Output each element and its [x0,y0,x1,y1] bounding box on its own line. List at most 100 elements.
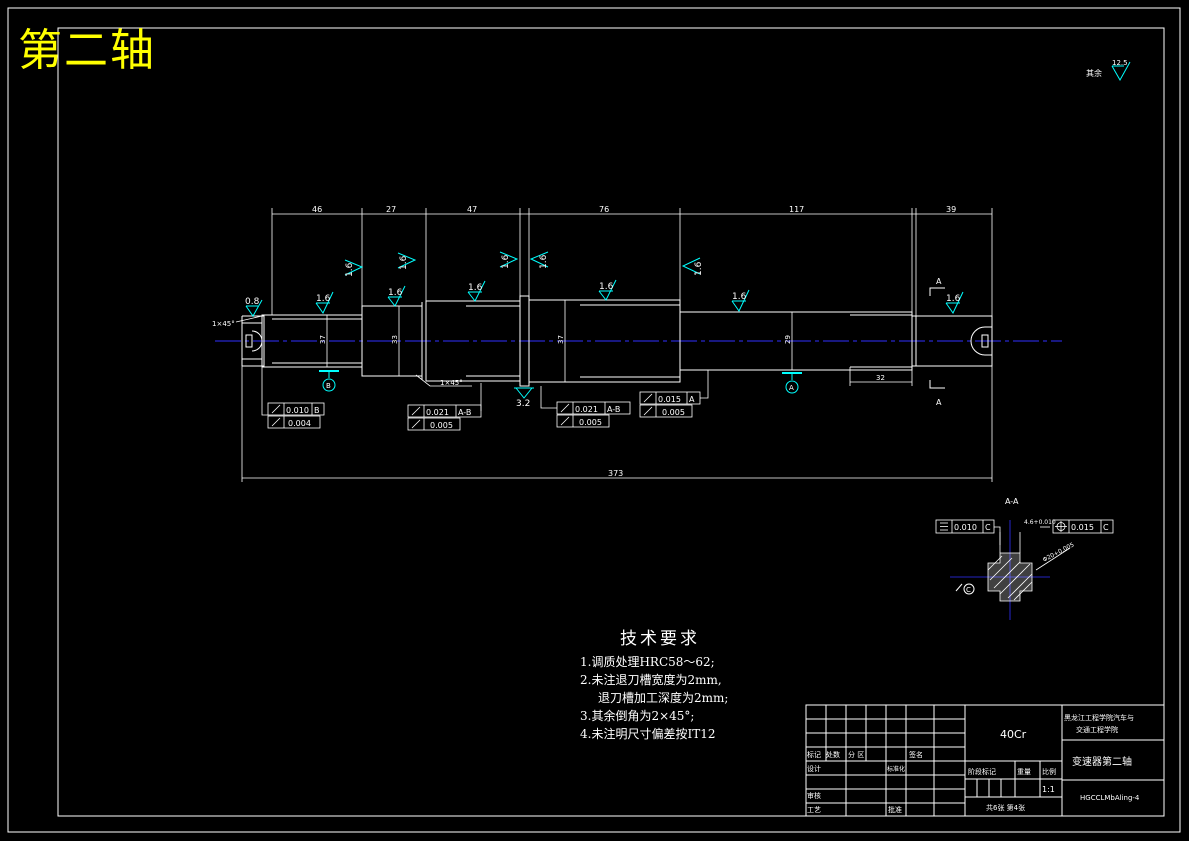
dim-27: 27 [386,205,396,214]
roughness-symbol: 1.6 [945,291,964,314]
section-cut-marks [929,287,945,389]
dim-total: 373 [608,469,623,478]
tb-school-line1: 黑龙江工程学院汽车与 [1064,713,1134,722]
roughness-32: 3.2 [514,387,534,409]
chamfer-mid: 1×45° [440,379,463,387]
roughness-symbol: 1.6 [344,259,364,277]
svg-text:3.2: 3.2 [516,399,530,409]
dim-76: 76 [599,205,609,214]
center-hole-right [981,334,989,348]
svg-text:1.6: 1.6 [399,255,409,270]
tol1-ref: B [314,406,320,415]
svg-text:1.6: 1.6 [388,288,403,298]
section-title: A-A [1005,497,1019,506]
tb-stage: 阶段标记 [968,767,996,776]
section-key-width: 4.6+0.010 [1024,519,1056,526]
tolerance-frame-1 [261,367,325,429]
svg-text:1.6: 1.6 [345,262,355,277]
pos-ref: C [1103,523,1109,532]
section-hole-dim: Φ20+0.005 [1042,541,1076,563]
dim-47: 47 [467,205,477,214]
tolerance-frame-2 [407,383,482,431]
tb-ratio: 比例 [1042,767,1056,776]
center-hole-left [245,330,263,352]
svg-text:1.6: 1.6 [501,254,511,269]
tb-weight: 重量 [1017,768,1031,776]
tolerance-frame-4 [639,370,709,418]
tech-line-3: 退刀槽加工深度为2mm; [598,691,729,705]
roughness-symbol: 1.6 [315,291,334,314]
tol3b-value: 0.005 [579,418,602,427]
tolerance-frame-3 [540,386,631,428]
svg-text:1.6: 1.6 [946,294,961,304]
symmetry-tolerance-frame [935,519,995,534]
tb-hdr-sign: 签名 [909,750,923,759]
dim-dia37-mid: 37 [557,335,565,344]
shaft-outline [241,295,993,387]
svg-text:1.6: 1.6 [468,283,483,293]
roughness-symbol: 1.6 [598,279,617,301]
section-datum-c: C [955,583,975,595]
tol4b-value: 0.005 [662,408,685,417]
tol2-ref: A-B [458,408,471,417]
tech-line-5: 4.未注明尺寸偏差按IT12 [580,727,716,741]
general-roughness-note: 其余 12.5 [1086,59,1131,82]
svg-text:1.6: 1.6 [539,254,549,269]
svg-text:1.6: 1.6 [732,292,747,302]
roughness-symbol: 1.6 [529,251,549,269]
tb-approve: 批准 [888,805,902,814]
svg-text:A: A [789,384,794,392]
dim-dia37-left: 37 [319,335,327,344]
tb-scale: 1:1 [1042,785,1055,794]
svg-text:1.6: 1.6 [694,261,704,276]
svg-text:1.6: 1.6 [599,282,614,292]
tb-design: 设计 [807,764,821,773]
tb-review: 审核 [807,791,821,800]
dim-dia33: 33 [391,335,399,344]
extension-lines [241,208,993,482]
svg-text:其余: 其余 [1086,68,1102,78]
tb-drawing-no: HGCCLMbAling-4 [1080,794,1140,802]
outer-frame [7,7,1181,833]
tb-standard: 标准化 [887,765,905,773]
tol2b-value: 0.005 [430,421,453,430]
diameter-lines [326,300,793,382]
roughness-symbol: 1.6 [467,280,486,302]
tb-sheets: 共6张 第4张 [986,803,1025,812]
tech-line-4: 3.其余倒角为2×45°; [580,709,695,723]
sym-value: 0.010 [954,523,977,532]
svg-text:0.8: 0.8 [245,297,260,307]
svg-text:1.6: 1.6 [316,294,331,304]
tb-school-line2: 交通工程学院 [1076,725,1118,734]
tb-part-name: 变速器第二轴 [1072,755,1132,768]
dim-117: 117 [789,205,804,214]
section-view [950,520,1071,620]
tb-material: 40Cr [1000,728,1027,741]
roughness-symbol: 1.6 [397,252,417,270]
position-tolerance-frame [1052,519,1114,534]
technical-requirements: 技术要求 1.调质处理HRC58～62; 2.未注退刀槽宽度为2mm, 退刀槽加… [580,624,728,743]
sym-ref: C [985,523,991,532]
tech-heading: 技术要求 [620,629,700,649]
datum-b: B [319,370,339,392]
svg-text:12.5: 12.5 [1112,59,1128,67]
tech-line-2: 2.未注退刀槽宽度为2mm, [580,673,722,687]
svg-text:C: C [966,586,971,594]
inner-frame [57,27,1165,817]
dim-dia29: 29 [784,335,792,344]
dim-46: 46 [312,205,322,214]
title-block [805,704,1165,817]
datum-a: A [782,372,802,394]
roughness-08: 0.8 [245,297,263,317]
tol4-value: 0.015 [658,395,681,404]
tol1b-value: 0.004 [288,419,311,428]
tech-line-1: 1.调质处理HRC58～62; [580,655,715,669]
tol2-value: 0.021 [426,408,449,417]
roughness-symbol: 1.6 [499,251,519,269]
chamfer-left: 1×45° [212,320,235,328]
roughness-symbol: 1.6 [731,289,750,312]
drawing-title: 第二轴 [18,25,156,76]
tb-hdr-zone: 分 区 [848,750,864,759]
tol3-ref: A-B [607,405,620,414]
